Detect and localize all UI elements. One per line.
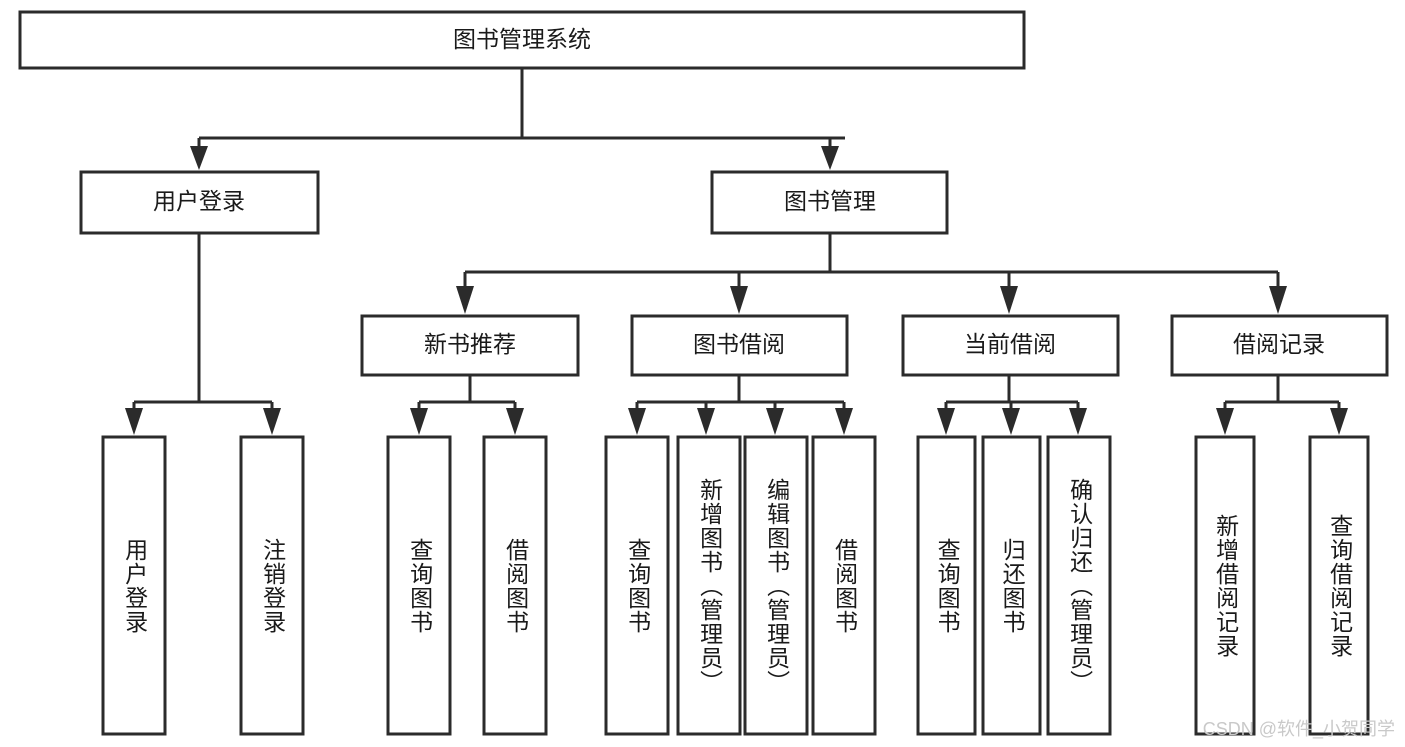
arrowhead-leaf-query-book-borrow xyxy=(628,408,646,435)
arrowhead-leaf-query-book-current xyxy=(937,408,955,435)
node-leaf-user-logout-box[interactable] xyxy=(239,435,305,736)
node-leaf-add-book-admin-box[interactable] xyxy=(676,435,742,736)
node-leaf-query-book-rec-box[interactable] xyxy=(386,435,452,736)
node-book-management-label: 图书管理 xyxy=(784,188,876,214)
arrowhead-book-borrow xyxy=(730,286,748,314)
node-leaf-return-book-box[interactable] xyxy=(981,435,1042,736)
node-borrow-records-label: 借阅记录 xyxy=(1233,331,1325,357)
node-user-login-box[interactable] xyxy=(79,170,320,235)
node-root-box[interactable] xyxy=(18,10,1026,70)
node-root-label: 图书管理系统 xyxy=(453,26,591,52)
node-leaf-query-book-current-box[interactable] xyxy=(916,435,977,736)
arrowhead-leaf-confirm-return-admin xyxy=(1069,408,1087,435)
node-leaf-add-borrow-record-box[interactable] xyxy=(1194,435,1256,736)
arrowhead-current-borrow xyxy=(1000,286,1018,314)
node-current-borrow-box[interactable] xyxy=(901,314,1120,377)
arrowhead-leaf-query-borrow-record xyxy=(1330,408,1348,435)
connector-group-userlogin-to-leaves xyxy=(125,233,281,435)
node-leaf-edit-book-admin-box[interactable] xyxy=(743,435,809,736)
node-new-book-recommend-box[interactable] xyxy=(360,314,580,377)
node-leaf-confirm-return-admin-box[interactable] xyxy=(1046,435,1112,736)
node-current-borrow[interactable]: 当前借阅 xyxy=(901,314,1120,377)
node-root[interactable]: 图书管理系统 xyxy=(18,10,1026,70)
arrowhead-book-management xyxy=(821,146,839,170)
node-borrow-records-box[interactable] xyxy=(1170,314,1389,377)
arrowhead-leaf-user-logout xyxy=(263,408,281,435)
arrowhead-user-login xyxy=(190,146,208,170)
node-leaf-user-login-box[interactable] xyxy=(101,435,167,736)
arrowhead-leaf-edit-book-admin xyxy=(766,408,784,435)
node-new-book-recommend-label: 新书推荐 xyxy=(424,331,516,357)
node-leaf-query-borrow-record-box[interactable] xyxy=(1308,435,1370,736)
node-book-borrow[interactable]: 图书借阅 xyxy=(630,314,849,377)
node-book-borrow-box[interactable] xyxy=(630,314,849,377)
node-book-borrow-label: 图书借阅 xyxy=(693,331,785,357)
arrowhead-borrow-records xyxy=(1269,286,1287,314)
node-new-book-recommend[interactable]: 新书推荐 xyxy=(360,314,580,377)
arrowhead-new-book-recommend xyxy=(456,286,474,314)
arrowhead-leaf-borrow-book-rec xyxy=(506,408,524,435)
node-book-management-box[interactable] xyxy=(710,170,949,235)
node-current-borrow-label: 当前借阅 xyxy=(964,331,1056,357)
connector-group-root-to-level2 xyxy=(190,68,845,170)
node-user-login[interactable]: 用户登录 xyxy=(79,170,320,235)
connector-group-bookborrow-to-leaves xyxy=(628,375,853,435)
arrowhead-leaf-add-book-admin xyxy=(697,408,715,435)
arrowhead-leaf-query-book-rec xyxy=(410,408,428,435)
arrowhead-leaf-borrow-book xyxy=(835,408,853,435)
leaf-nodes-group xyxy=(101,435,1370,736)
connector-group-currentborrow-to-leaves xyxy=(937,375,1087,435)
arrowhead-leaf-user-login xyxy=(125,408,143,435)
node-borrow-records[interactable]: 借阅记录 xyxy=(1170,314,1389,377)
node-book-management[interactable]: 图书管理 xyxy=(710,170,949,235)
node-leaf-borrow-book-rec-box[interactable] xyxy=(482,435,548,736)
connector-group-newbook-to-leaves xyxy=(410,375,524,435)
node-leaf-borrow-book-box[interactable] xyxy=(811,435,877,736)
arrowhead-leaf-return-book xyxy=(1002,408,1020,435)
arrowhead-leaf-add-borrow-record xyxy=(1216,408,1234,435)
node-user-login-label: 用户登录 xyxy=(153,188,245,214)
connector-group-bookmgmt-to-level3 xyxy=(456,233,1287,314)
connector-group-borrowrecords-to-leaves xyxy=(1216,375,1348,435)
node-leaf-query-book-borrow-box[interactable] xyxy=(604,435,670,736)
